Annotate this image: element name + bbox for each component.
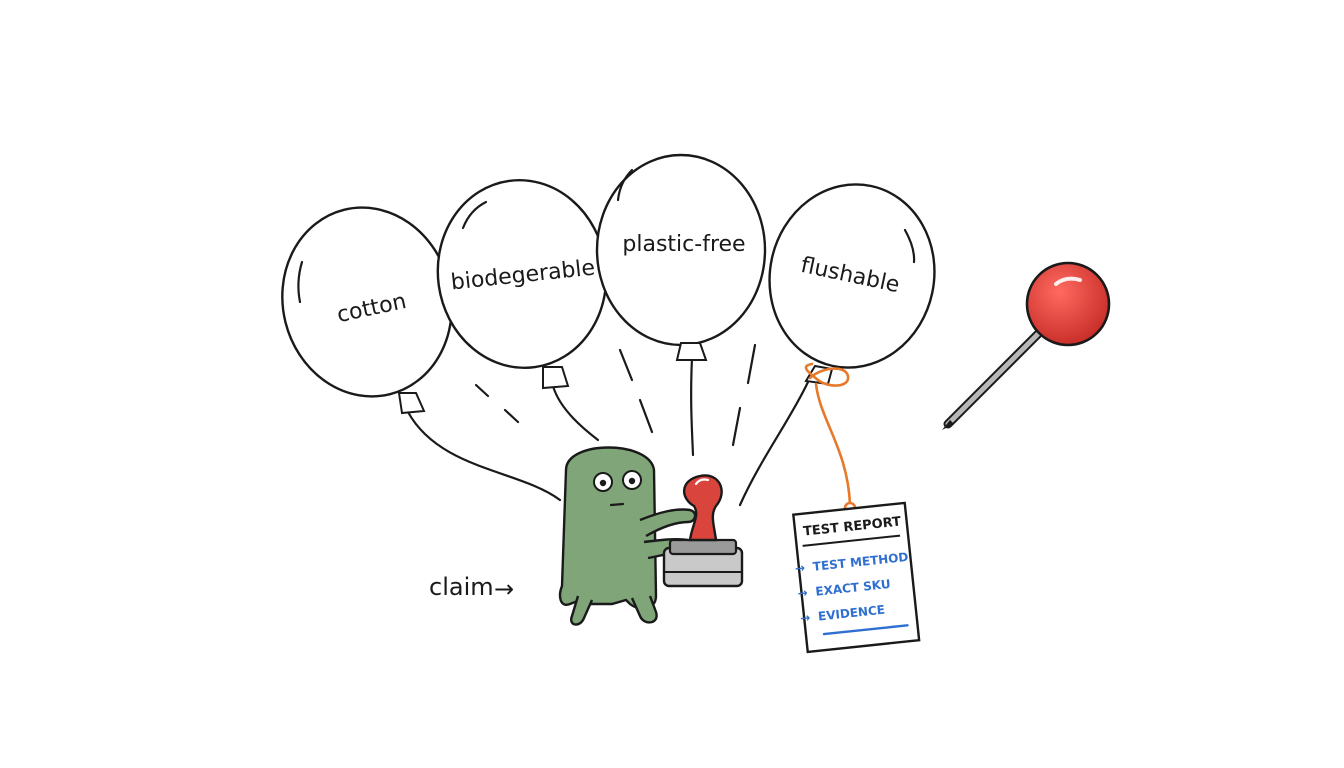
- report-item-marker: →: [797, 586, 808, 601]
- balloon-strings: [406, 356, 810, 507]
- claim-label: claim: [429, 573, 494, 601]
- balloon-label-plastic-free: plastic-free: [622, 232, 745, 257]
- test-report-icon: TEST REPORT → TEST METHOD → EXACT SKU → …: [792, 501, 921, 654]
- push-pin-icon: [942, 261, 1111, 430]
- stamp-icon: [662, 474, 744, 588]
- balloon-cotton: cotton: [281, 206, 453, 415]
- orange-string: [804, 362, 857, 515]
- balloon-flushable: flushable: [768, 183, 936, 386]
- motion-dashes: [474, 343, 757, 447]
- arrow-right-icon: →: [494, 575, 514, 603]
- balloon-plastic-free: plastic-free: [595, 153, 767, 361]
- balloon-icon: [768, 183, 936, 369]
- report-item-marker: →: [794, 561, 805, 576]
- character: [558, 446, 697, 626]
- report-item-evidence: EVIDENCE: [817, 603, 885, 624]
- balloon-biodegerable: biodegerable: [436, 178, 608, 390]
- report-item-marker: →: [799, 610, 810, 625]
- claim-annotation: claim →: [429, 573, 514, 603]
